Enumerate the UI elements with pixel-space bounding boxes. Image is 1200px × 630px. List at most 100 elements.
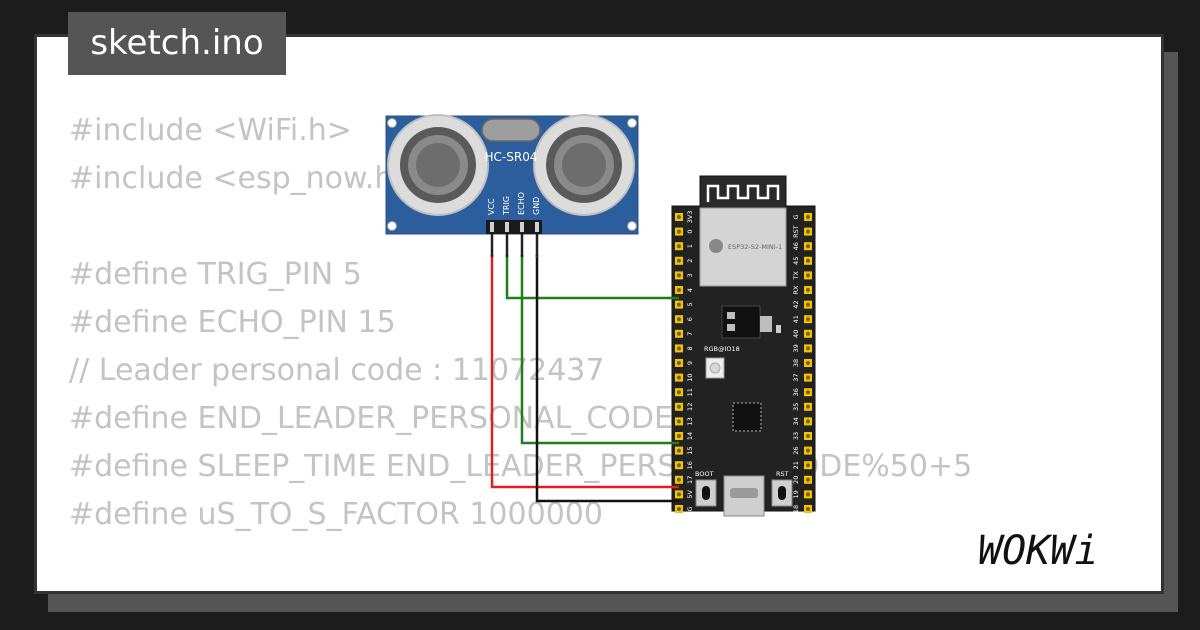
board-pin-label: 42 [792, 300, 800, 308]
board-pin-label: RX [792, 285, 800, 295]
board-pin-hole [677, 331, 681, 336]
board-pin-label: G [792, 214, 800, 219]
board-pin-hole [677, 404, 681, 409]
code-line: #define TRIG_PIN 5 [69, 257, 362, 292]
board-pin-hole [806, 477, 810, 482]
espressif-logo-icon [709, 239, 723, 253]
board-pin-label: 34 [792, 417, 800, 425]
board-pin-hole [806, 404, 810, 409]
board-pin-label: 35 [792, 403, 800, 411]
board-pin-label: 36 [792, 388, 800, 396]
board-pin-hole [806, 258, 810, 263]
board-pin-label: 46 [792, 242, 800, 250]
board-pin-hole [677, 288, 681, 292]
wire-vcc[interactable] [490, 256, 679, 489]
board-pin-hole [806, 361, 810, 365]
board-pin-hole [806, 288, 810, 292]
board-pin-label: 1 [686, 244, 694, 248]
board-pin-hole [677, 244, 681, 249]
board-pin-hole [677, 375, 681, 380]
sensor-label: HC-SR04 [485, 150, 538, 164]
board-pin-label: 15 [686, 446, 694, 454]
board-pin-label: 20 [792, 476, 800, 484]
board-pin-hole [806, 346, 810, 351]
sensor-pin-label: GND [532, 197, 541, 215]
board-pin-hole [677, 346, 681, 351]
led-label: RGB@IO18 [704, 345, 740, 353]
board-pin-hole [677, 463, 681, 468]
board-pin-label: 8 [686, 346, 694, 350]
board-pin-hole [806, 273, 810, 278]
board-pin-hole [677, 317, 681, 322]
board-pin-hole [677, 390, 681, 395]
board-pin-hole [806, 244, 810, 249]
hc-sr04-sensor[interactable]: HC-SR04 VCC TRIG ECHO GND [385, 114, 639, 235]
code-line: #include <esp_now.h> [69, 161, 419, 196]
board-pin-label: 9 [686, 361, 694, 365]
board-pin-label: 7 [686, 332, 694, 336]
board-pin-hole [677, 273, 681, 278]
board-pin-hole [806, 317, 810, 322]
brand-name: WOKWi [978, 528, 1098, 574]
rst-label: RST [776, 470, 789, 478]
board-pin-label: 17 [686, 476, 694, 484]
board-pin-hole [677, 302, 681, 307]
board-pin-label: 3 [686, 273, 694, 277]
board-pin-label: 37 [792, 373, 800, 381]
board-pin-label: 39 [792, 344, 800, 352]
wire-echo[interactable] [520, 256, 679, 445]
board-pin-hole [806, 375, 810, 380]
board-pin-label: 11 [686, 388, 694, 396]
antenna-icon [706, 184, 780, 202]
board-pin-label: 5V [686, 490, 694, 499]
board-pin-label: RST [792, 225, 800, 238]
code-line: #define uS_TO_S_FACTOR 1000000 [69, 497, 603, 532]
board-pin-hole [806, 229, 810, 234]
board-pin-hole [677, 448, 681, 453]
board-pin-label: 21 [792, 461, 800, 469]
board-pin-label: 14 [686, 432, 694, 440]
board-pin-label: 3V3 [686, 211, 694, 224]
code-line: #define ECHO_PIN 15 [69, 305, 396, 340]
board-pin-hole [806, 390, 810, 395]
boot-label: BOOT [695, 470, 714, 478]
board-pin-hole [806, 434, 810, 438]
wokwi-logo: WOKWi [978, 528, 1098, 574]
board-pin-label: 12 [686, 403, 694, 411]
board-pin-label: 33 [792, 432, 800, 440]
board-pin-hole [677, 434, 681, 438]
esp32-s2-board[interactable]: ESP32-S2-MINI-1 RGB@IO18 BOOT RST 3V3012… [671, 175, 816, 517]
board-pin-hole [677, 477, 681, 482]
rgb-led-icon [709, 362, 721, 374]
board-pin-hole [806, 507, 810, 511]
wire-trig[interactable] [505, 256, 679, 300]
board-pin-label: 0 [686, 230, 694, 234]
board-pin-label: TX [792, 271, 800, 281]
board-pin-label: 10 [686, 373, 694, 381]
board-pin-hole [806, 492, 810, 497]
board-pin-label: 45 [792, 257, 800, 265]
chip-icon [732, 402, 762, 432]
board-pin-label: 38 [792, 359, 800, 367]
board-pin-hole [806, 463, 810, 468]
board-pin-hole [677, 507, 681, 511]
board-pin-hole [806, 215, 810, 219]
board-pin-label: 40 [792, 330, 800, 338]
wire-gnd[interactable] [535, 256, 679, 503]
board-pin-label: 26 [792, 446, 800, 454]
right-transducer-icon [533, 114, 635, 216]
wires [490, 234, 679, 503]
board-pin-label: 2 [686, 259, 694, 263]
board-pin-label: G [686, 506, 694, 511]
module-label: ESP32-S2-MINI-1 [728, 243, 782, 251]
board-pin-hole [677, 258, 681, 263]
file-name-badge: sketch.ino [68, 12, 286, 75]
board-pin-hole [806, 448, 810, 453]
board-pin-label: 5 [686, 303, 694, 307]
board-pin-hole [677, 361, 681, 365]
board-pin-hole [806, 419, 810, 424]
board-pin-label: 16 [686, 461, 694, 469]
board-pin-label: 19 [792, 490, 800, 498]
board-pin-label: 6 [686, 317, 694, 321]
